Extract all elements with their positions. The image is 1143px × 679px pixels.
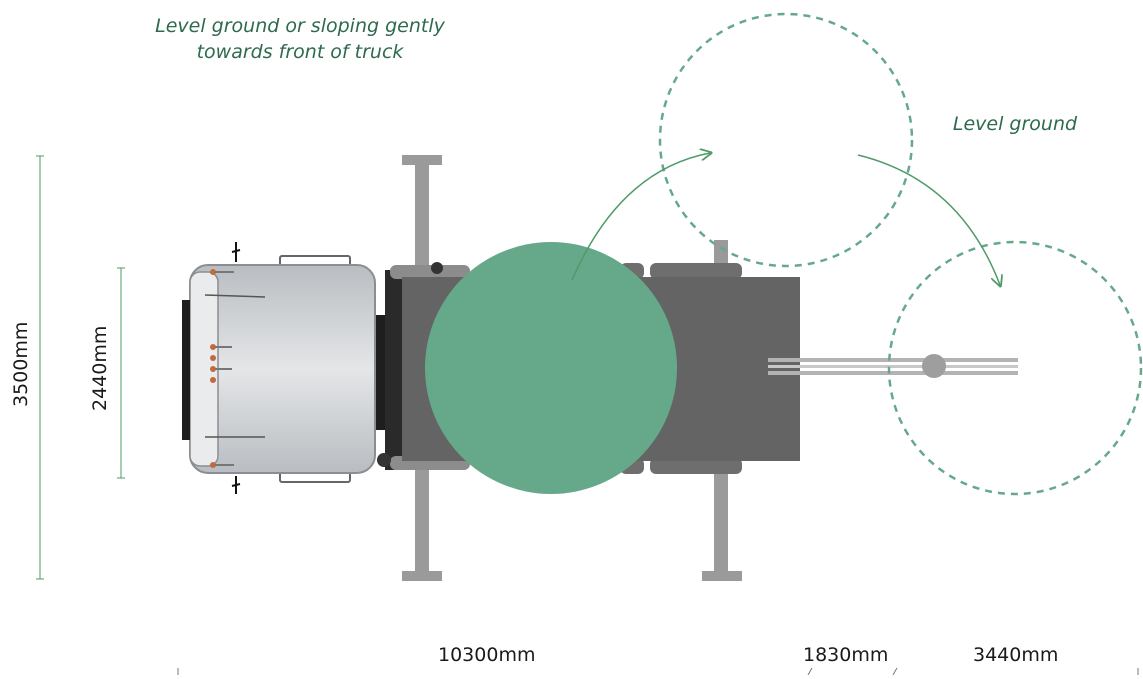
note-line-1: Level ground or sloping gently (155, 15, 445, 37)
crane-base-circle (425, 242, 677, 494)
crane-boom (768, 354, 1018, 378)
dimension-label-2440: 2440mm (89, 325, 111, 411)
dimension-label-1830: 1830mm (803, 644, 889, 666)
swing-circle-right (887, 240, 1143, 496)
dimension-label-3440: 3440mm (973, 644, 1059, 666)
dimension-label-3500: 3500mm (10, 321, 32, 407)
dimension-line-2440 (117, 267, 125, 479)
dimension-label-10300: 10300mm (438, 644, 536, 666)
chassis-frame (374, 270, 405, 470)
swing-arrow-2 (857, 154, 1000, 285)
note-level-ground: Level ground (952, 113, 1078, 135)
swing-circle-top (658, 12, 914, 268)
dimension-line-3500 (36, 155, 44, 580)
truck-cab (182, 242, 376, 494)
bottom-tick-marks (177, 667, 1139, 676)
note-level-ground-front: Level ground or sloping gently towards f… (125, 13, 475, 65)
note-line-2: towards front of truck (196, 41, 404, 63)
swing-arrow-1 (571, 153, 710, 281)
